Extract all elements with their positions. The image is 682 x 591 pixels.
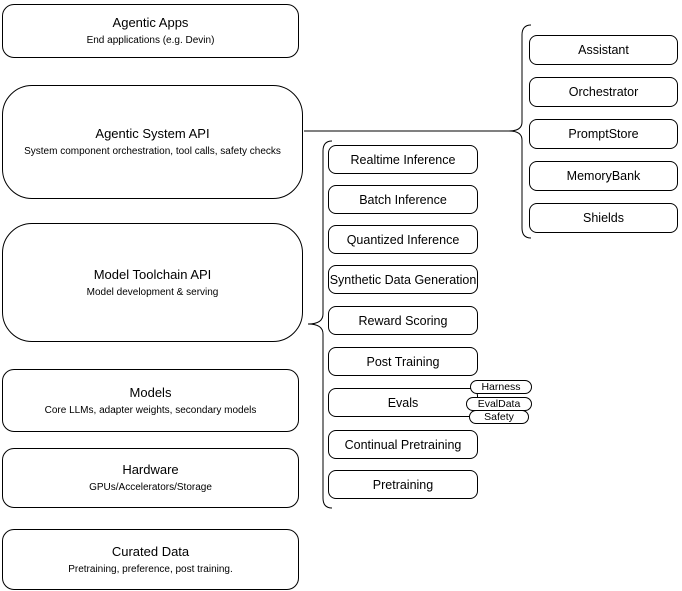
- node-batch-inference: Batch Inference: [328, 185, 478, 214]
- node-hardware-title: Hardware: [122, 462, 179, 477]
- node-agentic-system-api-subtitle: System component orchestration, tool cal…: [24, 146, 281, 157]
- node-shields: Shields: [529, 203, 678, 233]
- node-hardware-subtitle: GPUs/Accelerators/Storage: [89, 482, 212, 493]
- node-orchestrator: Orchestrator: [529, 77, 678, 107]
- components-brace: [508, 24, 532, 239]
- node-model-toolchain-api: Model Toolchain API Model development & …: [2, 223, 303, 342]
- node-memorybank: MemoryBank: [529, 161, 678, 191]
- tag-harness: Harness: [470, 380, 532, 394]
- node-synthetic-data-generation: Synthetic Data Generation: [328, 265, 478, 294]
- node-hardware: Hardware GPUs/Accelerators/Storage: [2, 448, 299, 508]
- node-models: Models Core LLMs, adapter weights, secon…: [2, 369, 299, 432]
- node-quantized-inference: Quantized Inference: [328, 225, 478, 254]
- node-agentic-system-api: Agentic System API System component orch…: [2, 85, 303, 199]
- node-post-training: Post Training: [328, 347, 478, 376]
- node-assistant: Assistant: [529, 35, 678, 65]
- node-models-title: Models: [129, 384, 172, 400]
- node-agentic-apps-subtitle: End applications (e.g. Devin): [86, 35, 215, 46]
- tag-safety: Safety: [469, 410, 529, 424]
- node-agentic-apps: Agentic Apps End applications (e.g. Devi…: [2, 4, 299, 58]
- node-agentic-system-api-title: Agentic System API: [95, 126, 210, 141]
- node-reward-scoring: Reward Scoring: [328, 306, 478, 335]
- toolchain-brace: [307, 140, 333, 509]
- node-continual-pretraining: Continual Pretraining: [328, 430, 478, 459]
- node-curated-data-subtitle: Pretraining, preference, post training.: [68, 563, 233, 575]
- node-pretraining: Pretraining: [328, 470, 478, 499]
- node-realtime-inference: Realtime Inference: [328, 145, 478, 174]
- node-curated-data-title: Curated Data: [111, 543, 190, 559]
- node-model-toolchain-api-subtitle: Model development & serving: [86, 286, 219, 298]
- node-models-subtitle: Core LLMs, adapter weights, secondary mo…: [44, 404, 257, 416]
- node-promptstore: PromptStore: [529, 119, 678, 149]
- node-model-toolchain-api-title: Model Toolchain API: [93, 266, 212, 282]
- tag-evaldata: EvalData: [466, 397, 532, 411]
- node-curated-data: Curated Data Pretraining, preference, po…: [2, 529, 299, 590]
- node-evals: Evals: [328, 388, 478, 417]
- node-agentic-apps-title: Agentic Apps: [112, 15, 189, 30]
